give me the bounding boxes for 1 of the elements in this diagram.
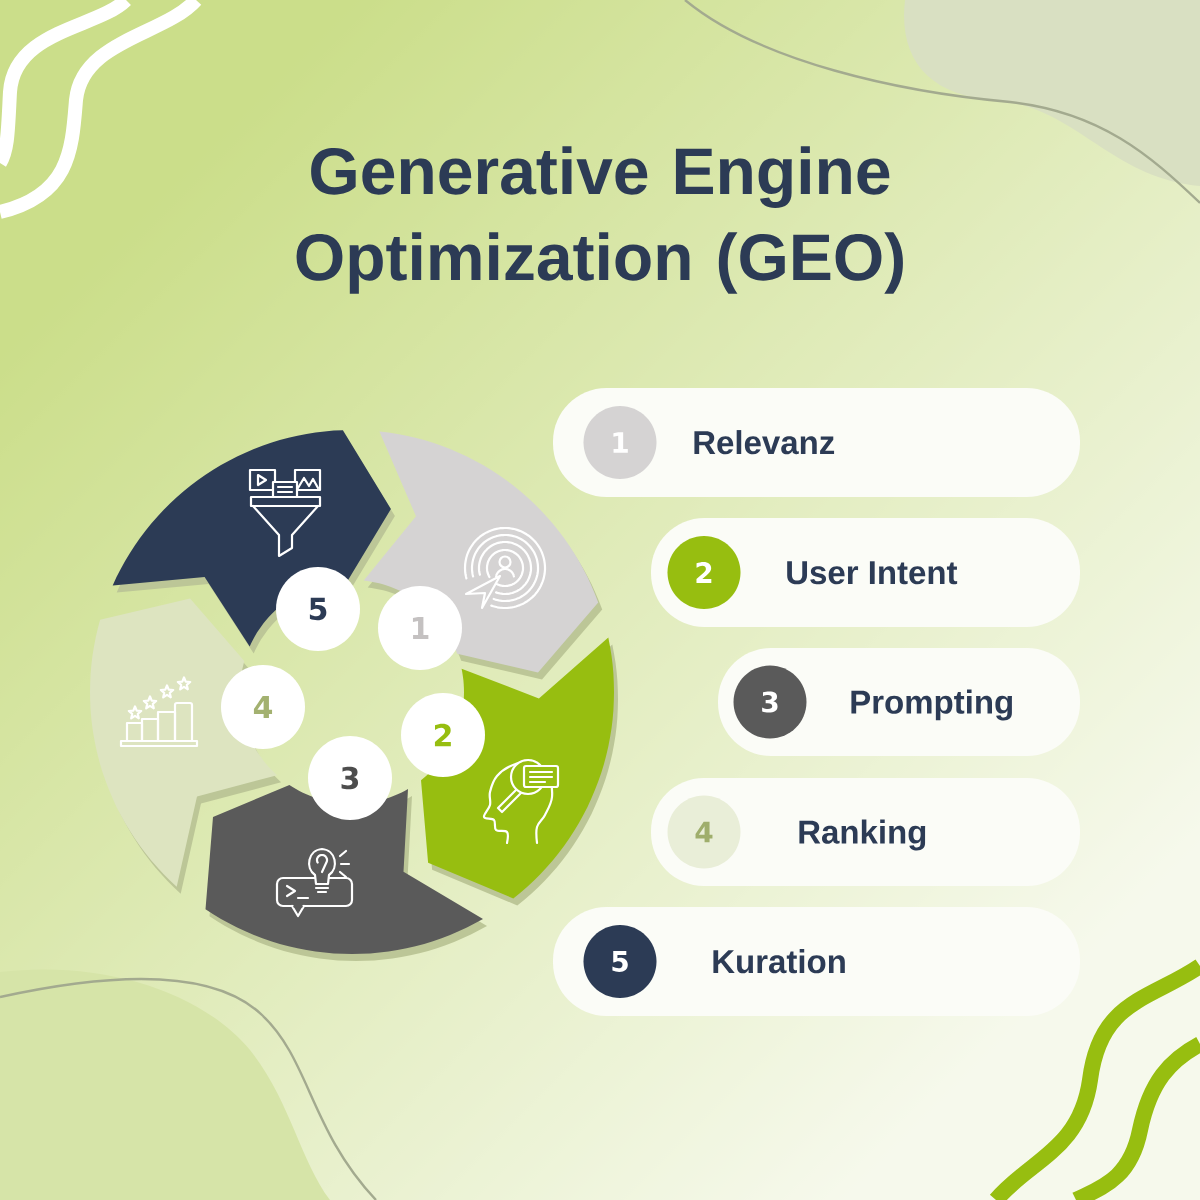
title: Generative Engine Optimization (GEO) — [296, 146, 903, 294]
